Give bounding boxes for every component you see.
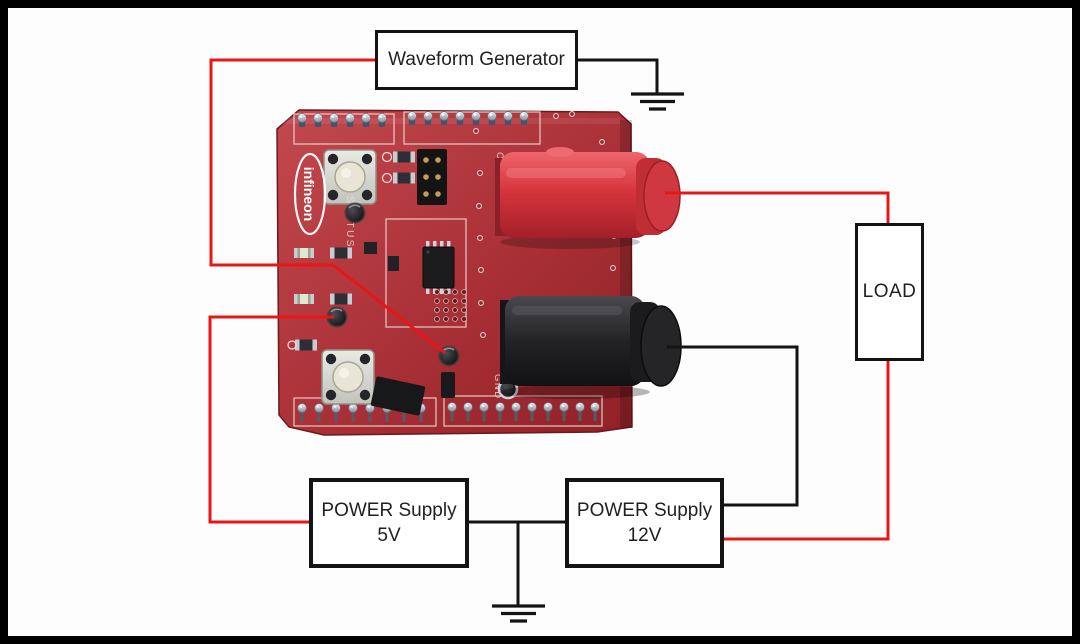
load-box: LOAD <box>855 223 924 361</box>
wires <box>208 58 890 606</box>
power-supply-5v-box: POWER Supply 5V <box>309 478 469 568</box>
silkscreen-status-label: STATUS <box>344 196 355 249</box>
ground-symbol-top <box>631 92 684 111</box>
infineon-logo: infineon <box>293 152 327 236</box>
ground-symbol-bottom <box>492 604 545 623</box>
wire-red-waveformgen-to-board <box>209 58 446 355</box>
load-label: LOAD <box>862 281 917 302</box>
jumper-header <box>417 149 447 205</box>
infineon-shield-board: infineon STATUS OUT GND <box>276 109 682 436</box>
soic8-ic <box>422 241 455 294</box>
silkscreen-outlines <box>293 111 603 427</box>
power-supply-12v-label-line2: 12V <box>627 525 662 546</box>
svg-text:infineon: infineon <box>301 167 317 221</box>
sot23-transistor <box>388 256 399 271</box>
power-supply-5v-label-line1: POWER Supply <box>321 500 457 521</box>
wire-red-board-to-5v-supply <box>208 315 334 524</box>
via-grid <box>434 289 467 322</box>
wire-red-load-to-12v-supply <box>722 359 890 541</box>
wire-black-jack-to-12v-supply <box>667 345 799 507</box>
capacitor <box>344 202 366 224</box>
waveform-generator-label: Waveform Generator <box>388 49 565 70</box>
power-supply-12v-label-line1: POWER Supply <box>576 500 713 521</box>
silkscreen-gnd-label: GND <box>492 374 503 400</box>
red-banana-jack <box>495 147 681 249</box>
wire-black-waveformgen-to-ground <box>577 58 659 94</box>
black-banana-jack <box>500 296 682 399</box>
power-supply-5v-label-line2: 5V <box>377 525 401 546</box>
wire-red-jack-to-load <box>665 191 890 225</box>
push-button-bottom <box>321 349 375 405</box>
waveform-generator-box: Waveform Generator <box>375 30 578 90</box>
power-supply-12v-box: POWER Supply 12V <box>565 478 724 568</box>
smd-components <box>287 151 455 416</box>
